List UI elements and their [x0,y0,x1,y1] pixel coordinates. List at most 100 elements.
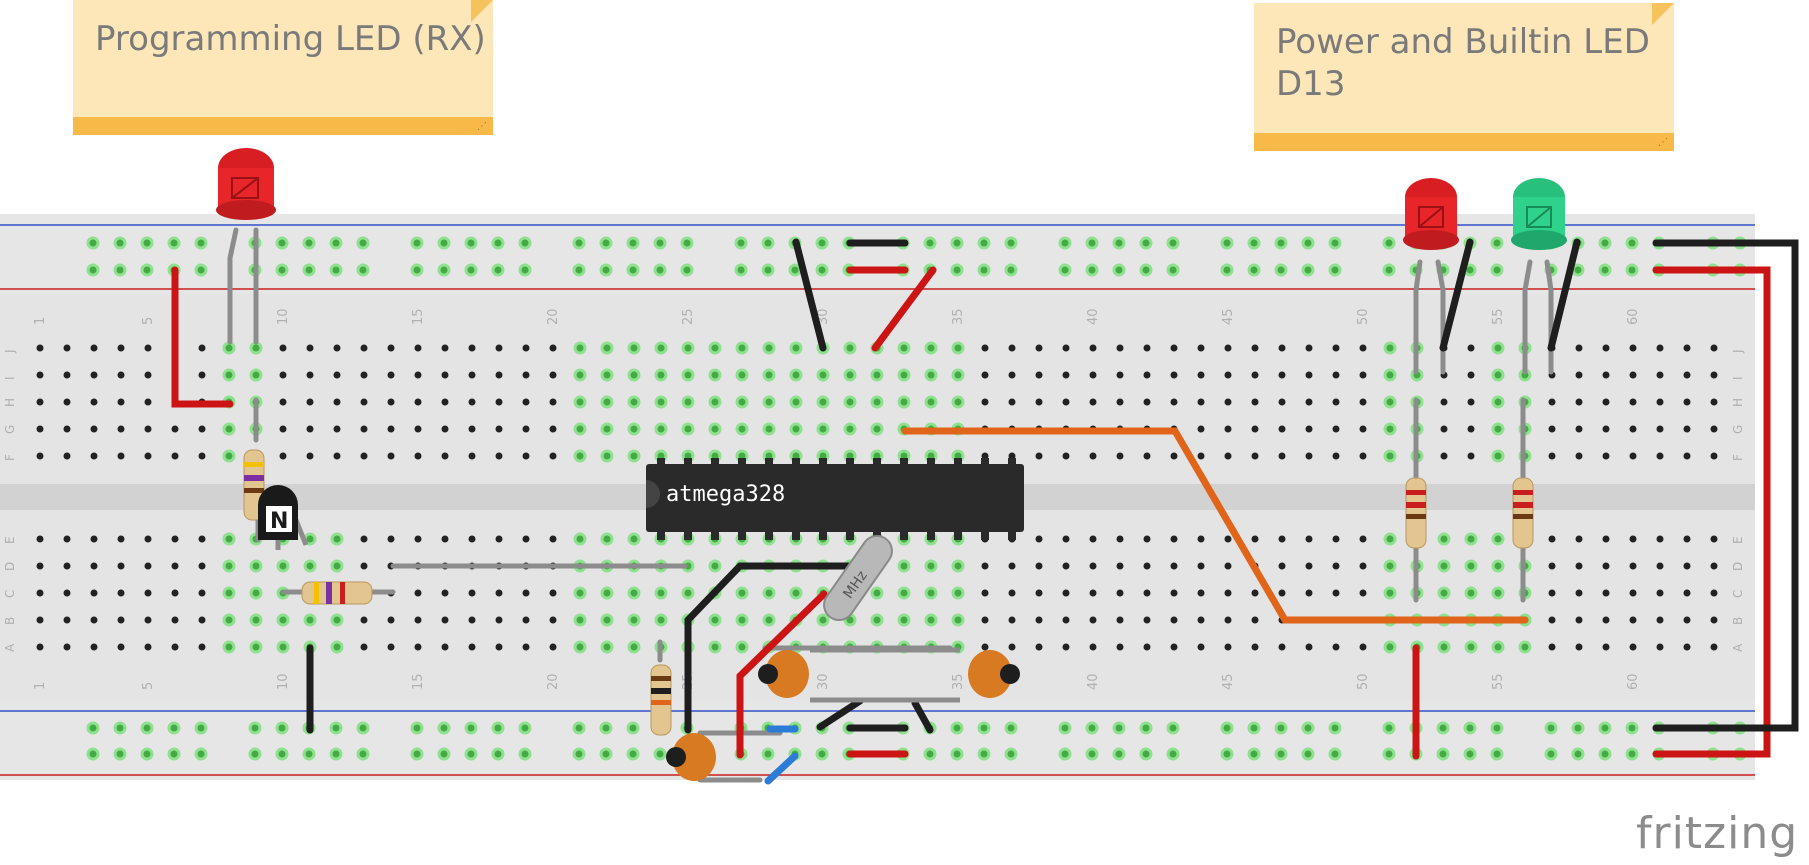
breadboard-hole[interactable] [1629,425,1637,433]
breadboard-hole[interactable] [1305,562,1313,570]
breadboard-hole[interactable] [1683,452,1691,460]
breadboard-hole[interactable] [222,341,236,355]
breadboard-hole[interactable] [627,532,641,546]
breadboard-hole[interactable] [1089,643,1097,651]
breadboard-hole[interactable] [549,643,557,651]
breadboard-hole[interactable] [1224,616,1232,624]
breadboard-hole[interactable] [680,236,694,250]
breadboard-hole[interactable] [330,532,344,546]
breadboard-hole[interactable] [437,747,451,761]
breadboard-hole[interactable] [1143,371,1151,379]
breadboard-hole[interactable] [1656,589,1664,597]
breadboard-hole[interactable] [1383,368,1397,382]
breadboard-hole[interactable] [1440,452,1448,460]
breadboard-hole[interactable] [1598,747,1612,761]
breadboard-hole[interactable] [198,452,206,460]
breadboard-hole[interactable] [1332,425,1340,433]
breadboard-hole[interactable] [330,613,344,627]
breadboard-hole[interactable] [306,398,314,406]
breadboard-hole[interactable] [573,422,587,436]
breadboard-hole[interactable] [1004,236,1018,250]
breadboard-hole[interactable] [117,371,125,379]
breadboard-hole[interactable] [1383,449,1397,463]
breadboard-hole[interactable] [1629,589,1637,597]
breadboard-hole[interactable] [843,422,857,436]
breadboard-hole[interactable] [171,589,179,597]
breadboard-hole[interactable] [1602,616,1610,624]
breadboard-hole[interactable] [1247,263,1261,277]
breadboard-hole[interactable] [1625,236,1639,250]
breadboard-hole[interactable] [735,586,749,600]
breadboard-hole[interactable] [1656,344,1664,352]
breadboard-hole[interactable] [1683,589,1691,597]
breadboard-hole[interactable] [198,643,206,651]
breadboard-hole[interactable] [414,589,422,597]
breadboard-hole[interactable] [981,398,989,406]
breadboard-hole[interactable] [1683,398,1691,406]
breadboard-hole[interactable] [333,371,341,379]
breadboard-hole[interactable] [1548,589,1556,597]
breadboard-hole[interactable] [1332,398,1340,406]
breadboard-hole[interactable] [1683,562,1691,570]
breadboard-hole[interactable] [329,721,343,735]
breadboard-hole[interactable] [626,236,640,250]
breadboard-hole[interactable] [1629,371,1637,379]
breadboard-hole[interactable] [735,368,749,382]
breadboard-hole[interactable] [977,721,991,735]
breadboard-hole[interactable] [117,589,125,597]
breadboard-hole[interactable] [1139,236,1153,250]
breadboard-hole[interactable] [977,263,991,277]
breadboard-hole[interactable] [762,422,776,436]
breadboard-hole[interactable] [599,721,613,735]
breadboard-hole[interactable] [1467,371,1475,379]
breadboard-hole[interactable] [1224,452,1232,460]
breadboard-hole[interactable] [1251,589,1259,597]
breadboard-hole[interactable] [1602,589,1610,597]
breadboard-hole[interactable] [171,535,179,543]
breadboard-hole[interactable] [491,263,505,277]
breadboard-hole[interactable] [1548,643,1556,651]
breadboard-hole[interactable] [522,589,530,597]
breadboard-hole[interactable] [1143,535,1151,543]
resize-grip-icon[interactable]: ⋰ [1658,137,1668,148]
breadboard-hole[interactable] [599,747,613,761]
breadboard-hole[interactable] [333,425,341,433]
breadboard-hole[interactable] [1089,452,1097,460]
breadboard-hole[interactable] [248,721,262,735]
breadboard-hole[interactable] [1062,643,1070,651]
breadboard-hole[interactable] [1008,371,1016,379]
breadboard-hole[interactable] [735,422,749,436]
breadboard-hole[interactable] [441,398,449,406]
breadboard-hole[interactable] [167,721,181,735]
breadboard-hole[interactable] [599,263,613,277]
breadboard-hole[interactable] [198,371,206,379]
breadboard-hole[interactable] [117,643,125,651]
breadboard-hole[interactable] [410,236,424,250]
breadboard-hole[interactable] [950,747,964,761]
breadboard-hole[interactable] [1544,747,1558,761]
breadboard-hole[interactable] [113,236,127,250]
breadboard-hole[interactable] [1112,721,1126,735]
breadboard-hole[interactable] [1383,395,1397,409]
breadboard-hole[interactable] [950,236,964,250]
breadboard-hole[interactable] [167,236,181,250]
breadboard-hole[interactable] [491,236,505,250]
breadboard-hole[interactable] [681,341,695,355]
breadboard-hole[interactable] [1305,371,1313,379]
breadboard-hole[interactable] [441,616,449,624]
breadboard-hole[interactable] [171,643,179,651]
breadboard-hole[interactable] [414,535,422,543]
breadboard-hole[interactable] [1602,562,1610,570]
breadboard-hole[interactable] [144,398,152,406]
breadboard-hole[interactable] [1278,643,1286,651]
breadboard-hole[interactable] [626,721,640,735]
breadboard-hole[interactable] [63,562,71,570]
breadboard-hole[interactable] [1359,452,1367,460]
breadboard-hole[interactable] [90,535,98,543]
breadboard-hole[interactable] [1251,535,1259,543]
breadboard-hole[interactable] [1116,452,1124,460]
breadboard-hole[interactable] [1112,263,1126,277]
breadboard-hole[interactable] [144,425,152,433]
breadboard-hole[interactable] [734,263,748,277]
breadboard-hole[interactable] [1089,344,1097,352]
